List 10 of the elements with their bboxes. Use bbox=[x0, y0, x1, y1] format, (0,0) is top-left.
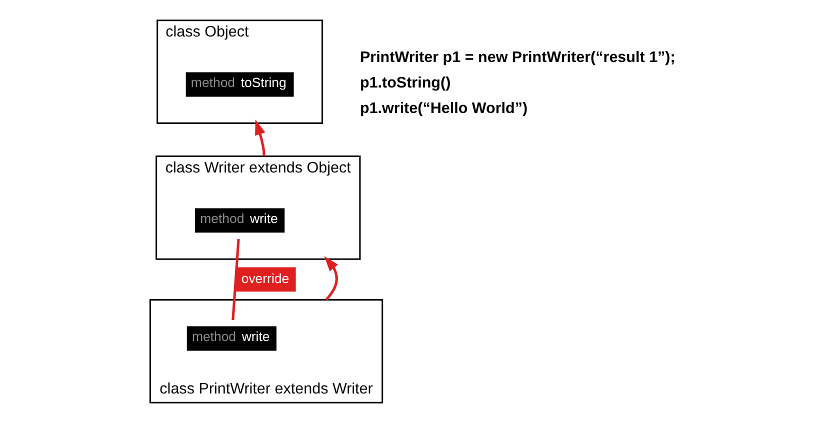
edge-label: override bbox=[240, 270, 289, 286]
label: p1.toString() bbox=[359, 74, 450, 92]
label: p1.write(“Hello World”) bbox=[359, 100, 528, 117]
node-box: method toString bbox=[185, 72, 294, 97]
node-box: method write bbox=[186, 326, 276, 351]
arrow bbox=[324, 256, 338, 301]
label: PrintWriter p1 = new PrintWriter(“result 1”); bbox=[359, 49, 675, 66]
connector bbox=[231, 238, 240, 320]
node-box: method write bbox=[194, 208, 284, 233]
arrow bbox=[254, 120, 265, 156]
